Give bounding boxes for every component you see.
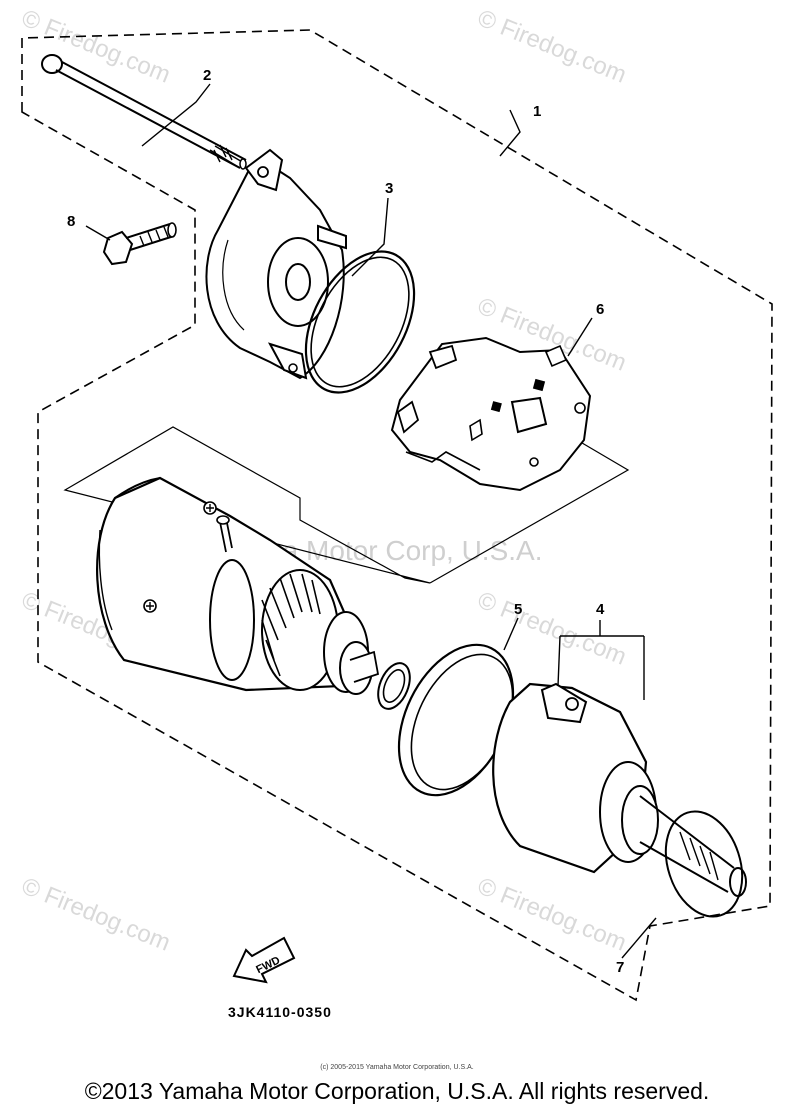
- watermark-text: © Firedog.com: [474, 873, 630, 957]
- watermark-text: © Firedog.com: [18, 873, 174, 957]
- leader-lines: [85, 83, 657, 959]
- callout-4: 4: [596, 601, 605, 618]
- small-bolt: [102, 222, 177, 266]
- commutator: [261, 569, 380, 695]
- callout-1: 1: [533, 103, 541, 120]
- callout-labels: 2 1 3 8 6 5 4 7: [67, 67, 624, 976]
- callout-8: 8: [67, 213, 75, 230]
- callout-6: 6: [596, 301, 604, 318]
- watermark-text: © Firedog.com: [474, 5, 630, 89]
- brush-plate-leader: [429, 429, 630, 584]
- callout-5: 5: [514, 601, 522, 618]
- o-ring-3: [304, 250, 416, 394]
- watermark-text: © Firedog.com: [18, 5, 174, 89]
- copyright-footer: ©2013 Yamaha Motor Corporation, U.S.A. A…: [84, 1078, 710, 1104]
- front-cover: [492, 682, 747, 897]
- watermark-text: © Firedog.com: [474, 587, 630, 671]
- through-bolt: [41, 54, 247, 170]
- forward-arrow: FWD: [232, 936, 296, 984]
- small-copyright: (c) 2005-2015 Yamaha Motor Corporation, …: [320, 1064, 474, 1071]
- small-o-ring: [377, 662, 411, 710]
- assembly-boundary: [21, 29, 773, 1002]
- rear-cover: [205, 148, 347, 380]
- brush-holder-plate: [390, 336, 592, 492]
- callout-3: 3: [385, 180, 393, 197]
- callout-7: 7: [616, 959, 624, 976]
- o-ring-7: [664, 810, 744, 918]
- diagram-part-code: 3JK4110-0350: [228, 1004, 332, 1020]
- callout-2: 2: [203, 67, 211, 84]
